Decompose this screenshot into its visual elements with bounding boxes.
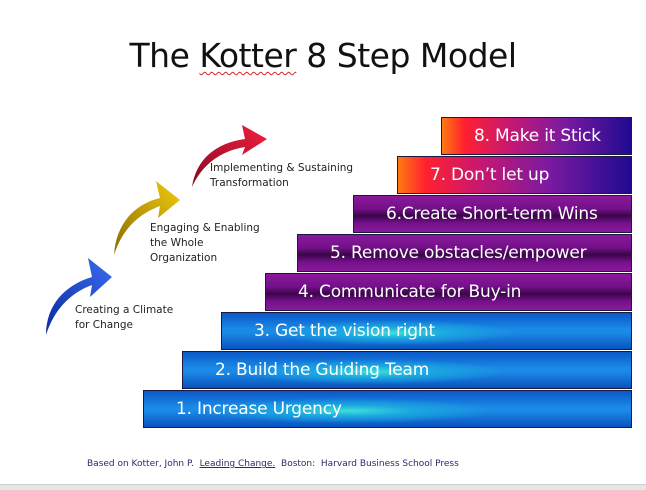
phase-text: Implementing & Sustaining xyxy=(210,162,354,174)
step-6: 6.Create Short-term Wins xyxy=(353,195,632,233)
slide-bottom-border xyxy=(0,484,646,490)
title-text: The xyxy=(129,36,200,75)
title-kotter-spellcheck: Kotter xyxy=(199,36,297,75)
slide-title: The Kotter 8 Step Model xyxy=(0,36,646,75)
yellow-arrow-icon xyxy=(114,181,180,255)
phase-text: for Change xyxy=(75,319,133,331)
citation-text: Based on Kotter, John P. xyxy=(87,459,200,469)
step-2: 2. Build the Guiding Team xyxy=(182,351,632,389)
citation-footer: Based on Kotter, John P. Leading Change.… xyxy=(87,459,459,469)
citation-text: Boston: Harvard Business School Press xyxy=(275,459,459,469)
phase-text: Creating a Climate xyxy=(75,304,174,316)
step-4: 4. Communicate for Buy-in xyxy=(265,273,632,311)
step-7: 7. Don’t let up xyxy=(397,156,632,194)
step-8: 8. Make it Stick xyxy=(441,117,632,155)
blue-arrow-icon xyxy=(46,258,112,335)
phase-text: Organization xyxy=(150,252,218,264)
title-text: 8 Step Model xyxy=(296,36,517,75)
red-arrow-icon xyxy=(192,125,267,187)
phase-label-climate: Creating a Climate for Change xyxy=(75,303,173,333)
step-1: 1. Increase Urgency xyxy=(143,390,632,428)
step-5: 5. Remove obstacles/empower xyxy=(297,234,632,272)
phase-text: Transformation xyxy=(210,177,289,189)
phase-text: the Whole xyxy=(150,237,204,249)
phase-text: Engaging & Enabling xyxy=(150,222,260,234)
step-3: 3. Get the vision right xyxy=(221,312,632,350)
citation-book-title: Leading Change. xyxy=(199,459,276,469)
